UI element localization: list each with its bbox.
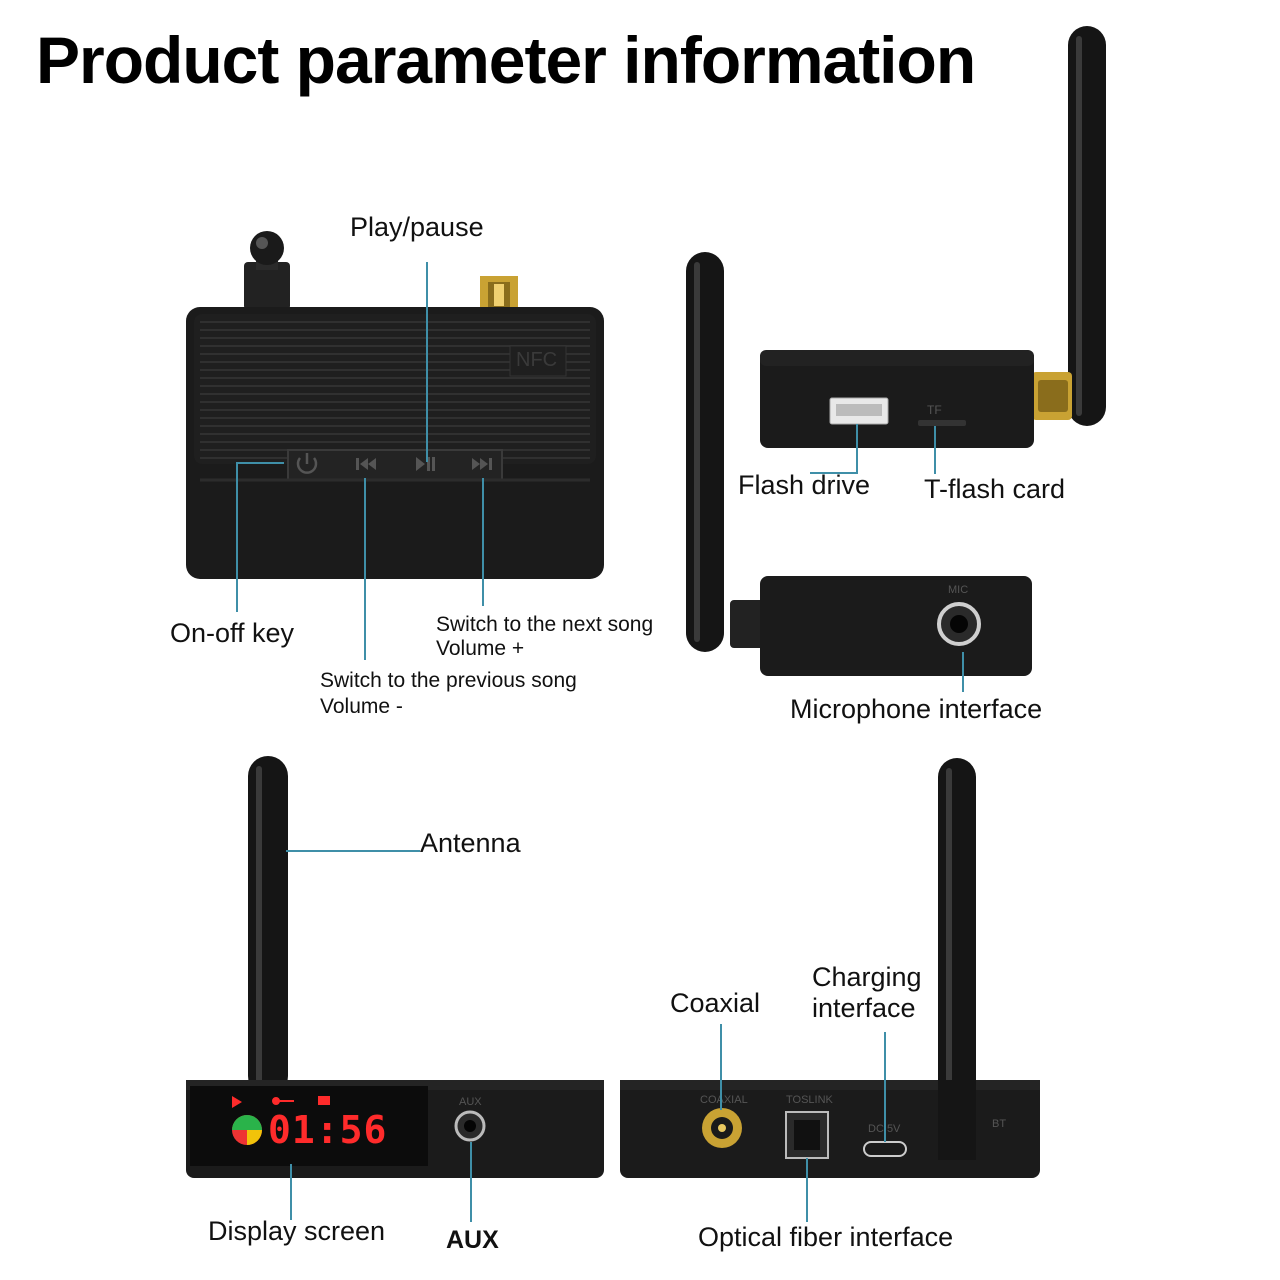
power-icon: [296, 453, 318, 474]
tflash-label: T-flash card: [924, 474, 1066, 504]
antenna-leader: [286, 850, 420, 852]
charging-label-2: interface: [812, 993, 916, 1023]
flash-drive-label: Flash drive: [738, 470, 871, 500]
optical-leader: [806, 1158, 808, 1222]
coaxial-label: Coaxial: [670, 988, 761, 1018]
optical-port-icon: [785, 1111, 829, 1159]
on-off-leader: [236, 462, 238, 612]
aux-label: AUX: [446, 1226, 499, 1254]
next-track-icon: [472, 458, 492, 470]
antenna-stub-icon: [244, 231, 290, 310]
antenna-icon: [248, 756, 288, 1096]
flash-drive-leader-h: [810, 472, 858, 474]
play-pause-label: Play/pause: [350, 212, 484, 242]
optical-label: Optical fiber interface: [698, 1222, 954, 1252]
coaxial-leader: [720, 1024, 722, 1110]
tflash-leader: [934, 426, 936, 474]
pie-status-icon: [232, 1115, 262, 1145]
coaxial-connector-icon: [480, 276, 518, 310]
charging-leader: [884, 1032, 886, 1142]
display-screen-label: Display screen: [208, 1216, 386, 1246]
usb-port-icon: [829, 397, 889, 425]
microphone-jack-icon: [937, 602, 981, 646]
prev-leader: [364, 478, 366, 660]
volume-down-label: Volume -: [320, 695, 403, 718]
page-title: Product parameter information: [36, 23, 976, 97]
aux-jack-icon: [454, 1110, 486, 1142]
play-pause-icon: [416, 457, 435, 471]
on-off-leader-h: [236, 462, 284, 464]
bt-mark: BT: [992, 1118, 1007, 1130]
coaxial-port-icon: [702, 1108, 742, 1148]
display-leader: [290, 1164, 292, 1220]
usb-symbol-icon: [272, 1097, 294, 1105]
play-pause-leader: [426, 262, 428, 462]
coaxial-mark: COAXIAL: [700, 1094, 748, 1106]
nfc-mark: NFC: [516, 349, 558, 371]
tf-mark: TF: [927, 403, 942, 417]
antenna-label: Antenna: [420, 828, 521, 858]
aux-mark: AUX: [459, 1096, 482, 1108]
charging-label-1: Charging: [812, 962, 922, 992]
next-song-label: Switch to the next song: [436, 613, 654, 636]
usb-c-port-icon: [863, 1141, 907, 1157]
toslink-mark: TOSLINK: [786, 1094, 833, 1106]
prev-song-label: Switch to the previous song: [320, 669, 577, 692]
antenna-icon: [1068, 26, 1106, 426]
antenna-icon: [938, 758, 976, 1158]
volume-up-label: Volume +: [436, 637, 525, 660]
microphone-label: Microphone interface: [790, 694, 1043, 724]
flash-drive-leader: [856, 424, 858, 474]
antenna-icon: [686, 252, 724, 652]
mic-mark: MIC: [948, 584, 969, 596]
next-leader: [482, 478, 484, 606]
previous-track-icon: [356, 458, 376, 470]
mic-leader: [962, 652, 964, 692]
display-time: 01:56: [268, 1108, 388, 1152]
on-off-label: On-off key: [170, 618, 295, 648]
aux-leader: [470, 1142, 472, 1222]
